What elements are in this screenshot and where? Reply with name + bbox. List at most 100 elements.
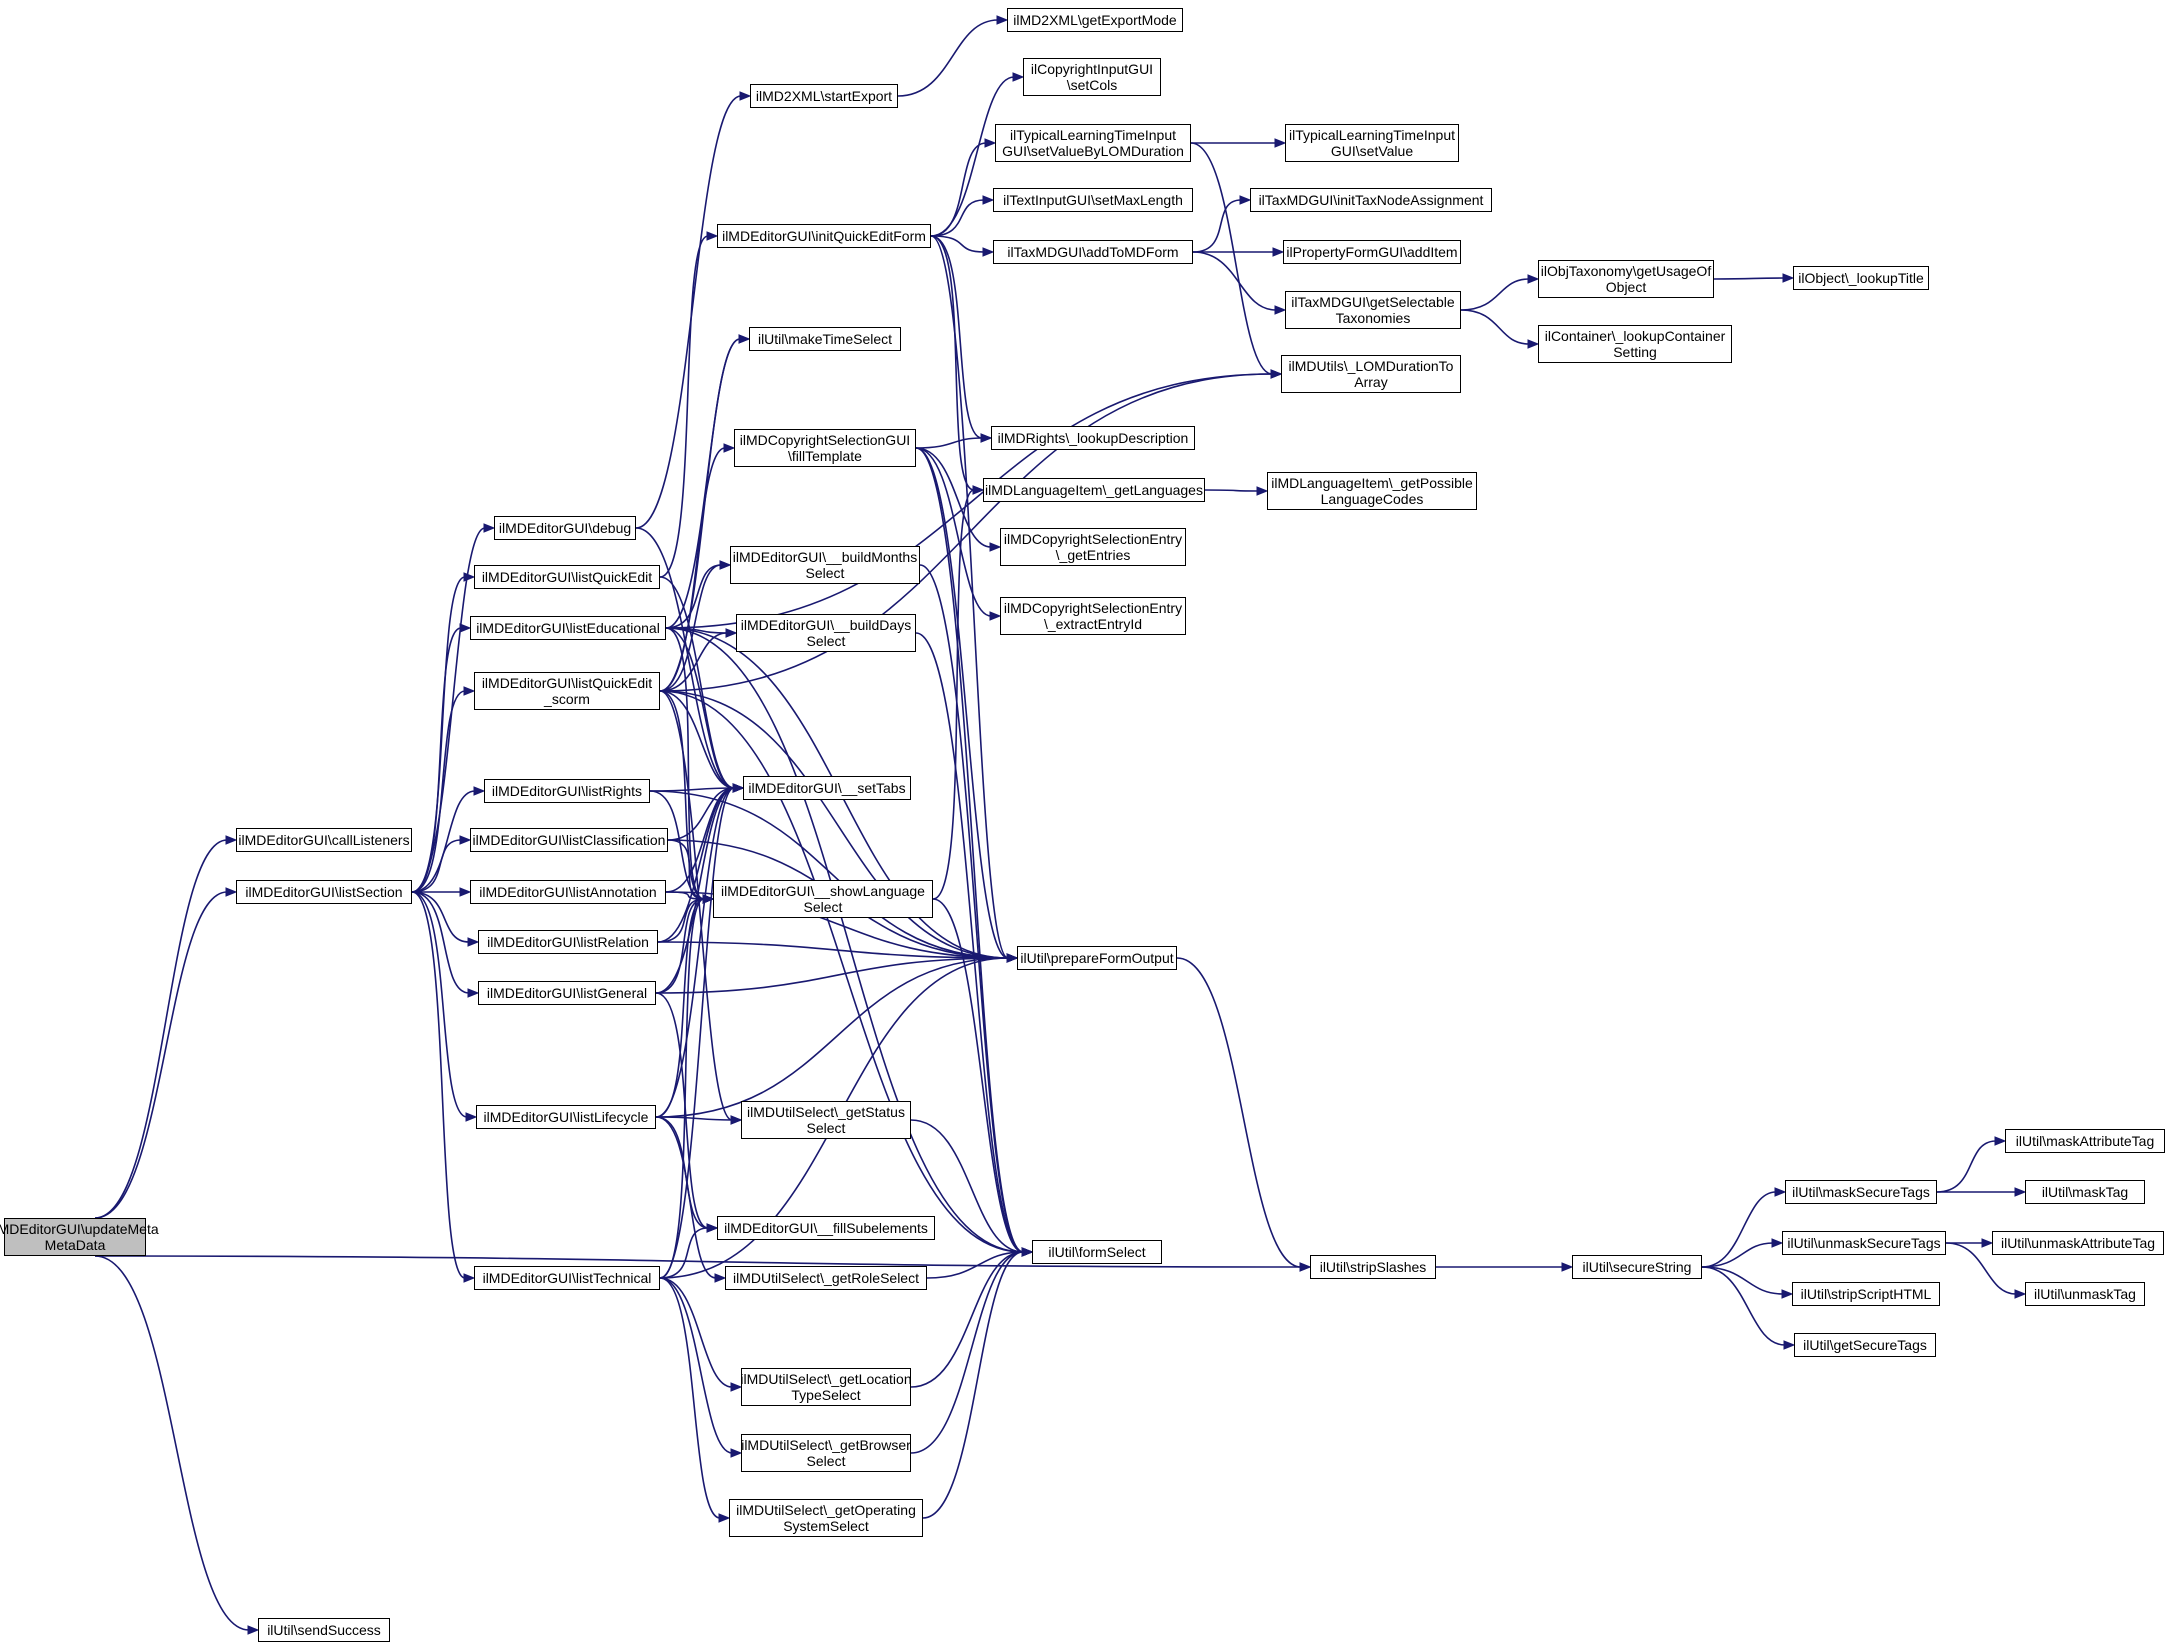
node-stripSlashes[interactable]: ilUtil\stripSlashes <box>1310 1255 1436 1279</box>
edge-initQuickEditForm-prepareFormOutput <box>930 235 1009 959</box>
arrow-head-getOperating-formSelect <box>1021 1247 1034 1257</box>
node-getBrowser[interactable]: ilMDUtilSelect\_getBrowser Select <box>741 1434 911 1472</box>
edge-listEducational-formSelect <box>665 627 1024 1253</box>
node-lookupTitle[interactable]: ilObject\_lookupTitle <box>1793 266 1929 290</box>
node-getExportMode[interactable]: ilMD2XML\getExportMode <box>1007 8 1183 32</box>
node-setMaxLength[interactable]: ilTextInputGUI\setMaxLength <box>993 188 1193 212</box>
node-getLocation[interactable]: ilMDUtilSelect\_getLocation TypeSelect <box>740 1368 912 1406</box>
node-initTaxNode[interactable]: ilTaxMDGUI\initTaxNodeAssignment <box>1250 188 1492 212</box>
node-listRights[interactable]: ilMDEditorGUI\listRights <box>484 779 650 803</box>
node-getSelectableTax[interactable]: ilTaxMDGUI\getSelectable Taxonomies <box>1285 291 1461 329</box>
edge-listTechnical-getBrowser <box>659 1277 733 1454</box>
node-fillTemplate[interactable]: ilMDCopyrightSelectionGUI \fillTemplate <box>734 429 916 467</box>
node-maskSecureTags[interactable]: ilUtil\maskSecureTags <box>1785 1180 1937 1204</box>
node-getPossibleLang[interactable]: ilMDLanguageItem\_getPossible LanguageCo… <box>1267 472 1477 510</box>
node-showLanguage[interactable]: ilMDEditorGUI\__showLanguage Select <box>713 880 933 918</box>
node-unmaskSecureTags[interactable]: ilUtil\unmaskSecureTags <box>1782 1231 1946 1255</box>
node-addToMDForm[interactable]: ilTaxMDGUI\addToMDForm <box>993 240 1193 264</box>
node-startExport[interactable]: ilMD2XML\startExport <box>750 84 898 108</box>
node-getLanguages[interactable]: ilMDLanguageItem\_getLanguages <box>983 478 1205 502</box>
node-typicalSetValue[interactable]: ilTypicalLearningTimeInput GUI\setValue <box>1285 124 1459 162</box>
node-listGeneral[interactable]: ilMDEditorGUI\listGeneral <box>478 981 656 1005</box>
edge-prepareFormOutput-stripSlashes <box>1176 957 1302 1268</box>
node-stripScriptHTML[interactable]: ilUtil\stripScriptHTML <box>1792 1282 1940 1306</box>
node-listSection[interactable]: ilMDEditorGUI\listSection <box>236 880 412 904</box>
arrow-head-secureString-stripScriptHTML <box>1781 1289 1794 1299</box>
edge-listTechnical-showLanguage <box>659 898 705 1279</box>
edge-buildDays-formSelect <box>915 632 1024 1253</box>
node-makeTimeSelect[interactable]: ilUtil\makeTimeSelect <box>749 327 901 351</box>
edge-setValueByLOM-lomDurationToArray <box>1190 142 1273 375</box>
node-listClassification[interactable]: ilMDEditorGUI\listClassification <box>470 828 668 852</box>
node-unmaskAttributeTag[interactable]: ilUtil\unmaskAttributeTag <box>1992 1231 2164 1255</box>
node-formSelect[interactable]: ilUtil\formSelect <box>1032 1240 1162 1264</box>
edge-getSelectableTax-lookupContainer <box>1460 309 1530 345</box>
edge-buildMonths-formSelect <box>919 564 1024 1253</box>
node-getSecureTags[interactable]: ilUtil\getSecureTags <box>1794 1333 1936 1357</box>
arrow-head-unmaskSecureTags-unmaskAttributeTag <box>1981 1238 1994 1248</box>
edge-listGeneral-setTabs <box>655 787 735 994</box>
edge-listRelation-prepareFormOutput <box>657 941 1009 959</box>
edge-listEducational-makeTimeSelect <box>665 338 741 629</box>
arrow-head-listTechnical-getBrowser <box>730 1448 743 1458</box>
arrow-head-maskSecureTags-maskAttributeTag <box>1994 1136 2007 1146</box>
node-getUsageOfObject[interactable]: ilObjTaxonomy\getUsageOf Object <box>1538 260 1714 298</box>
arrow-head-listLifecycle-getRoleSelect <box>714 1273 727 1283</box>
arrow-head-secureString-unmaskSecureTags <box>1771 1238 1784 1248</box>
node-secureString[interactable]: ilUtil\secureString <box>1572 1255 1702 1279</box>
node-extractEntryId[interactable]: ilMDCopyrightSelectionEntry \_extractEnt… <box>1000 597 1186 635</box>
node-lomDurationToArray[interactable]: ilMDUtils\_LOMDurationTo Array <box>1281 355 1461 393</box>
node-listRelation[interactable]: ilMDEditorGUI\listRelation <box>478 930 658 954</box>
node-updateMeta[interactable]: ilMDEditorGUI\updateMeta MetaData <box>0 1218 159 1256</box>
edge-listTechnical-getOperating <box>659 1277 721 1519</box>
node-listQuickEditScorm[interactable]: ilMDEditorGUI\listQuickEdit _scorm <box>474 672 660 710</box>
edge-listRelation-setTabs <box>657 787 735 943</box>
edge-maskSecureTags-maskAttributeTag <box>1936 1140 1997 1193</box>
node-buildDays[interactable]: ilMDEditorGUI\__buildDays Select <box>736 614 916 652</box>
node-getOperating[interactable]: ilMDUtilSelect\_getOperating SystemSelec… <box>729 1499 923 1537</box>
node-lookupContainer[interactable]: ilContainer\_lookupContainer Setting <box>1538 325 1732 363</box>
edge-unmaskSecureTags-unmaskTag <box>1945 1242 2017 1295</box>
node-setTabs[interactable]: ilMDEditorGUI\__setTabs <box>743 776 911 800</box>
node-getEntries[interactable]: ilMDCopyrightSelectionEntry \_getEntries <box>1000 528 1186 566</box>
arrow-head-initQuickEditForm-setValueByLOM <box>984 138 997 148</box>
node-sendSuccess[interactable]: ilUtil\sendSuccess <box>258 1618 390 1642</box>
node-setValueByLOM[interactable]: ilTypicalLearningTimeInput GUI\setValueB… <box>995 124 1191 162</box>
node-unmaskTag[interactable]: ilUtil\unmaskTag <box>2025 1282 2145 1306</box>
node-getStatusSelect[interactable]: ilMDUtilSelect\_getStatus Select <box>741 1101 911 1139</box>
node-listTechnical[interactable]: ilMDEditorGUI\listTechnical <box>474 1266 660 1290</box>
node-debug[interactable]: ilMDEditorGUI\debug <box>494 516 636 540</box>
node-maskAttributeTag[interactable]: ilUtil\maskAttributeTag <box>2005 1129 2165 1153</box>
node-buildMonths[interactable]: ilMDEditorGUI\__buildMonths Select <box>730 546 920 584</box>
node-listLifecycle[interactable]: ilMDEditorGUI\listLifecycle <box>476 1105 656 1129</box>
node-copyrightSetCols[interactable]: ilCopyrightInputGUI \setCols <box>1023 58 1161 96</box>
node-listAnnotation[interactable]: ilMDEditorGUI\listAnnotation <box>470 880 666 904</box>
arrow-head-addToMDForm-getSelectableTax <box>1274 305 1287 315</box>
edge-listSection-listQuickEdit <box>411 576 466 893</box>
arrow-head-listLifecycle-getStatusSelect <box>730 1115 743 1125</box>
arrow-head-fillTemplate-lookupDescription <box>980 433 993 443</box>
arrow-head-listSection-listTechnical <box>463 1273 476 1283</box>
edge-debug-setTabs <box>635 527 735 789</box>
edge-addToMDForm-getSelectableTax <box>1192 251 1277 311</box>
node-initQuickEditForm[interactable]: ilMDEditorGUI\initQuickEditForm <box>717 224 931 248</box>
node-propAddItem[interactable]: ilPropertyFormGUI\addItem <box>1283 240 1461 264</box>
node-prepareFormOutput[interactable]: ilUtil\prepareFormOutput <box>1017 946 1177 970</box>
edge-listSection-listEducational <box>411 627 462 893</box>
edge-listTechnical-getLocation <box>659 1277 733 1388</box>
arrow-head-debug-startExport <box>739 91 752 101</box>
node-getRoleSelect[interactable]: ilMDUtilSelect\_getRoleSelect <box>725 1266 927 1290</box>
node-listEducational[interactable]: ilMDEditorGUI\listEducational <box>470 616 666 640</box>
node-listQuickEdit[interactable]: ilMDEditorGUI\listQuickEdit <box>474 565 660 589</box>
node-lookupDescription[interactable]: ilMDRights\_lookupDescription <box>991 426 1195 450</box>
edge-getLanguages-getPossibleLang <box>1204 489 1259 492</box>
edge-debug-startExport <box>635 95 742 529</box>
node-maskTag[interactable]: ilUtil\maskTag <box>2025 1180 2145 1204</box>
edge-listQuickEditScorm-buildDays <box>659 632 728 692</box>
edge-listGeneral-showLanguage <box>655 898 705 994</box>
edge-listSection-listLifecycle <box>411 891 468 1118</box>
edge-listRights-showLanguage <box>649 790 705 900</box>
node-callListeners[interactable]: ilMDEditorGUI\callListeners <box>236 828 412 852</box>
arrow-head-listSection-debug <box>483 523 496 533</box>
node-fillSubelements[interactable]: ilMDEditorGUI\__fillSubelements <box>717 1216 935 1240</box>
